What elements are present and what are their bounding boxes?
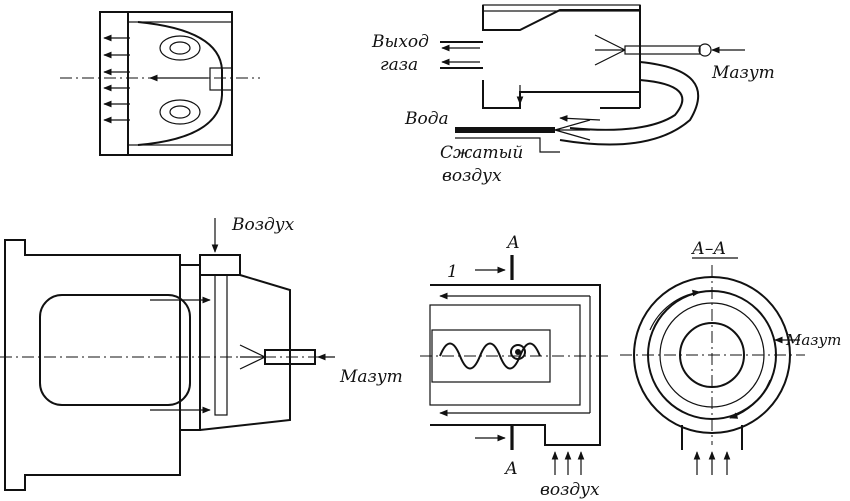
label-fuel-oil-bottom-left: Мазут [339,367,403,387]
label-fuel-oil-bottom-right: Мазут [785,331,841,349]
label-air-top: Воздух [231,215,295,235]
fig-top-left-chamber [60,11,260,156]
fig-bottom-left-chamber [0,218,335,491]
label-section-title: А–А [691,239,726,259]
fig-bottom-middle-swirl [420,255,610,475]
label-gas-outlet-1: Выход [371,32,429,52]
label-compressed-air-1: Сжатый [440,143,523,163]
label-water: Вода [404,109,449,129]
fig-top-right-burner [440,4,745,153]
label-section-mark-bottom: А [504,459,518,479]
label-gas-outlet-2: газа [380,55,418,75]
label-number-one: 1 [447,262,458,282]
fig-section-a-a [620,257,805,475]
label-section-mark-top: А [506,233,520,253]
label-fuel-oil-top: Мазут [711,63,775,83]
label-compressed-air-2: воздух [442,166,502,186]
label-air-bottom: воздух [540,480,600,500]
